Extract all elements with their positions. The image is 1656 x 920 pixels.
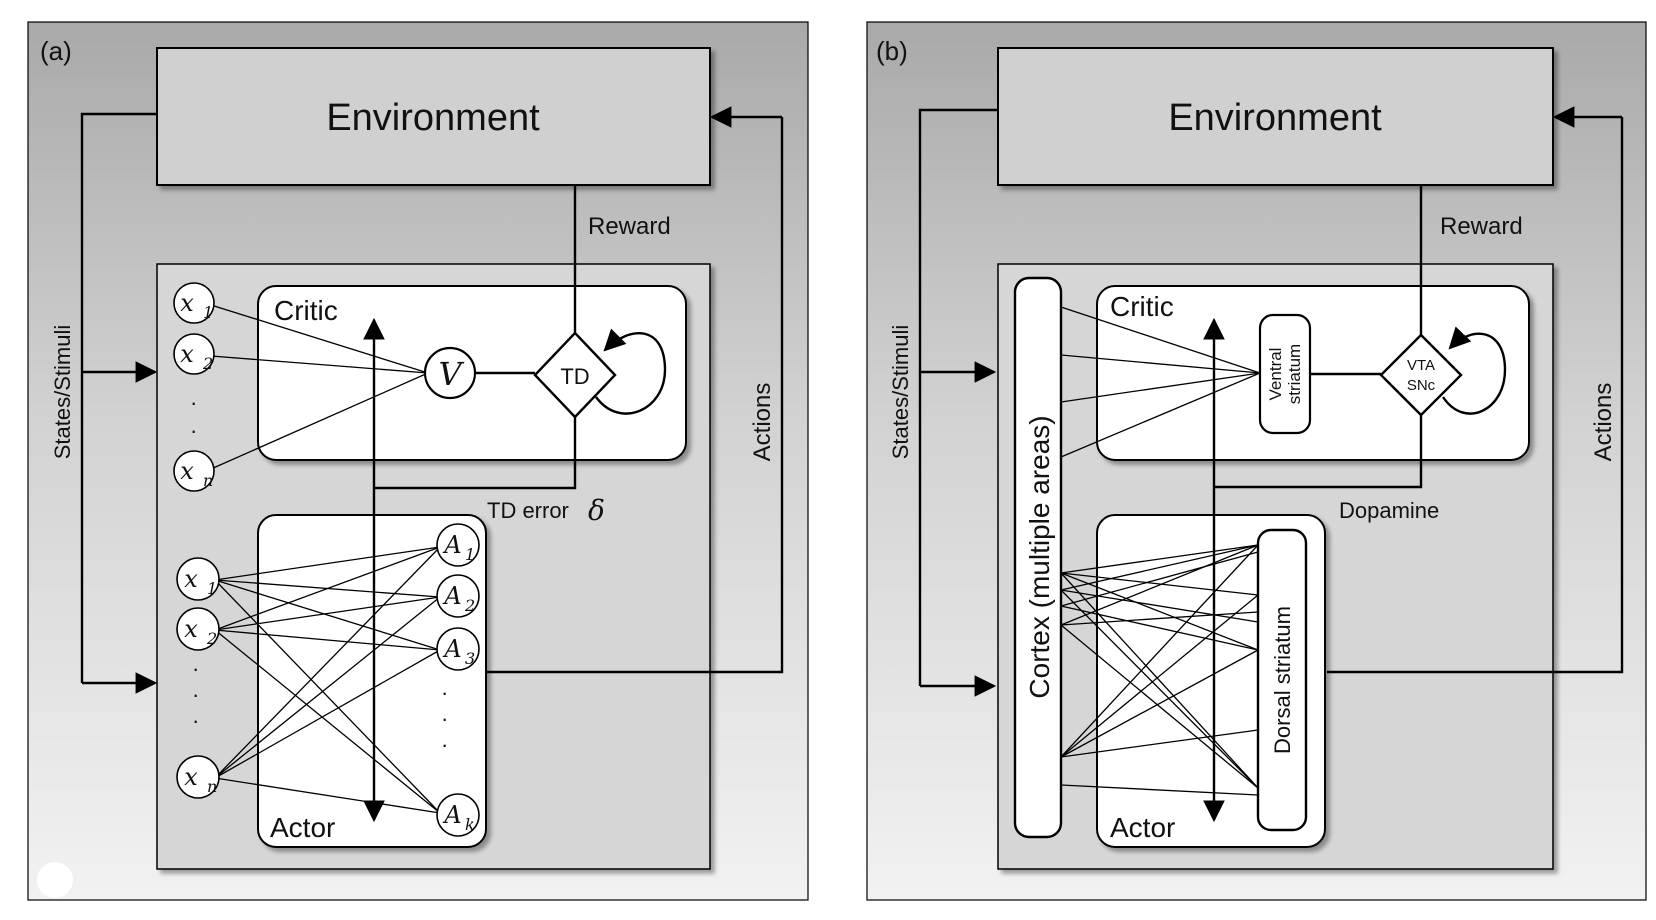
actions-label-b: Actions — [1590, 383, 1617, 462]
cortex-label: Cortex (multiple areas) — [1024, 415, 1055, 698]
action-node-1 — [436, 523, 480, 567]
actor-label: Actor — [270, 812, 335, 843]
states-stimuli-label-b: States/Stimuli — [888, 325, 913, 460]
actor-ellipsis-1: · — [192, 656, 199, 681]
action-ellipsis-3: · — [441, 732, 448, 757]
critic-input-label-n: x — [180, 457, 194, 485]
action-node-2 — [436, 574, 480, 618]
action-node-label-3: A — [442, 635, 461, 663]
critic-ellipsis-1: · — [190, 390, 197, 415]
actions-line-b — [1327, 117, 1624, 674]
action-node-k — [436, 793, 480, 837]
delta-symbol: δ — [588, 494, 605, 527]
actor-input-node-1 — [176, 557, 220, 601]
critic-input-node-n — [173, 450, 215, 492]
actor-inputs: x 1 x 2 · · · x n — [176, 557, 220, 799]
critic-input-subscript-2: 2 — [202, 354, 213, 373]
environment-box — [156, 47, 711, 186]
actor-label-b: Actor — [1110, 812, 1175, 843]
panel-a: (a) Environment Critic Actor States/Stim… — [27, 21, 809, 901]
action-node-subscript-3: 3 — [465, 649, 475, 668]
critic-label: Critic — [274, 295, 338, 326]
actor-ellipsis-3: · — [192, 708, 199, 733]
actions-line — [486, 117, 784, 674]
states-line-b — [918, 108, 998, 686]
actor-connections — [214, 546, 441, 814]
action-node-3 — [436, 627, 480, 671]
environment-box-b — [997, 47, 1554, 186]
cortex-box — [1013, 276, 1063, 839]
value-node-label: V — [438, 355, 464, 393]
action-node-subscript-1: 1 — [465, 545, 475, 564]
vta-self-loop — [1442, 326, 1507, 415]
vta-label: VTA — [1407, 357, 1435, 374]
cortex-to-dorsal-connections — [1060, 544, 1259, 796]
dopamine-label: Dopamine — [1339, 498, 1439, 523]
actor-input-label-1: x — [184, 565, 198, 593]
action-node-label-2: A — [442, 582, 461, 610]
panel-a-label: (a) — [40, 36, 72, 66]
td-error-line — [374, 417, 577, 490]
critic-input-subscript-n: n — [203, 471, 213, 490]
environment-label: Environment — [326, 97, 540, 139]
actions-label: Actions — [749, 383, 776, 462]
td-error-label: TD error — [487, 498, 569, 523]
ventral-striatum-line2: striatum — [1285, 344, 1304, 404]
states-stimuli-label: States/Stimuli — [50, 325, 75, 460]
decorative-dot — [37, 862, 73, 898]
cortex-to-ventral-connections — [1060, 306, 1261, 458]
critic-input-node-2 — [173, 333, 215, 375]
action-ellipsis-2: · — [441, 706, 448, 731]
reward-label: Reward — [588, 213, 671, 240]
actor-outputs: A 1 A 2 A 3 · · · A k — [436, 523, 480, 837]
actor-input-node-2 — [176, 607, 220, 651]
actor-input-subscript-n: n — [207, 777, 217, 796]
action-node-subscript-k: k — [465, 815, 475, 834]
snc-label: SNc — [1407, 377, 1436, 394]
critic-input-label-1: x — [180, 289, 194, 317]
action-node-subscript-2: 2 — [464, 596, 475, 615]
critic-ellipsis-2: · — [190, 418, 197, 443]
action-node-label-1: A — [442, 531, 461, 559]
critic-label-b: Critic — [1110, 291, 1174, 322]
actor-ellipsis-2: · — [192, 682, 199, 707]
actor-input-label-n: x — [184, 763, 198, 791]
critic-inputs: x 1 x 2 · · x n — [173, 282, 429, 492]
td-node-label: TD — [560, 364, 589, 389]
critic-input-node-1 — [173, 282, 215, 324]
dopamine-line — [1214, 415, 1423, 489]
actor-input-node-n — [176, 755, 220, 799]
dorsal-striatum-label: Dorsal striatum — [1270, 606, 1295, 754]
panel-b: (b) Environment Critic Actor States/Stim… — [866, 21, 1647, 901]
actor-input-label-2: x — [184, 615, 198, 643]
panel-b-label: (b) — [876, 36, 908, 66]
critic-input-subscript-1: 1 — [203, 303, 213, 322]
dorsal-striatum-box — [1256, 528, 1308, 832]
td-self-loop — [595, 328, 667, 415]
critic-input-label-2: x — [180, 340, 194, 368]
states-line — [80, 112, 157, 683]
ventral-striatum-line1: Ventral — [1266, 348, 1285, 401]
environment-label-b: Environment — [1168, 97, 1382, 139]
actor-input-subscript-1: 1 — [207, 579, 217, 598]
action-ellipsis-1: · — [441, 680, 448, 705]
action-node-label-k: A — [442, 801, 461, 829]
reward-label-b: Reward — [1440, 213, 1523, 240]
actor-input-subscript-2: 2 — [206, 629, 217, 648]
